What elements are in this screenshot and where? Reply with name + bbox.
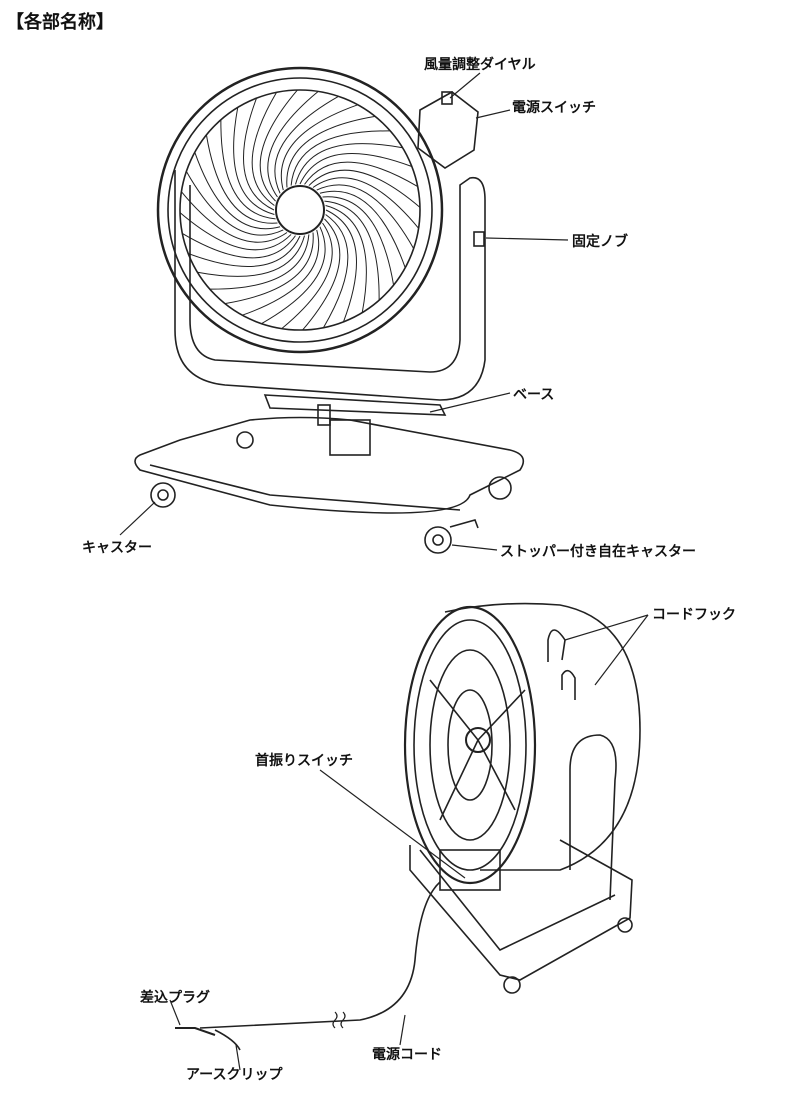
grille-blade	[261, 226, 326, 325]
label-base: ベース	[513, 387, 555, 403]
grille-blade	[325, 205, 367, 313]
grille-blade	[308, 169, 421, 208]
grille-blade	[324, 200, 380, 301]
grille-blade	[322, 196, 395, 286]
grille-blade	[209, 234, 310, 290]
grille-blade	[220, 119, 276, 220]
grille-blade	[224, 232, 314, 305]
grille-blade	[302, 218, 341, 331]
drum-fan-illustration	[175, 602, 641, 1051]
grille-blade	[319, 190, 406, 268]
grille-blade	[295, 143, 403, 185]
grille-blade	[197, 235, 305, 277]
label-stopper-caster: ストッパー付き自在キャスター	[500, 544, 696, 560]
grille-blade	[280, 104, 358, 191]
label-earth-clip: アースクリップ	[186, 1067, 283, 1083]
grille-blade	[290, 130, 391, 186]
section-title: 【各部名称】	[6, 12, 114, 33]
grille-blade	[242, 229, 320, 316]
grille-blade	[274, 95, 339, 194]
label-air-dial: 風量調整ダイヤル	[424, 57, 536, 73]
grille-blade	[322, 214, 349, 328]
grille-blade	[316, 184, 415, 249]
grille-blade	[179, 212, 292, 251]
grille-blade	[205, 134, 278, 224]
grille-blade	[194, 152, 281, 230]
label-swing-switch: 首振りスイッチ	[255, 753, 353, 769]
label-power-switch: 電源スイッチ	[512, 100, 596, 116]
label-cord-hook: コードフック	[652, 607, 736, 623]
grille-blade	[286, 115, 376, 188]
grille-blade	[243, 97, 275, 211]
label-caster: キャスター	[82, 540, 152, 556]
grille-blade	[185, 171, 284, 236]
grille-blade	[259, 89, 298, 202]
grille-blade	[251, 92, 278, 206]
grille-blade	[181, 191, 288, 243]
grille-blade	[299, 153, 413, 185]
grille-blade	[312, 177, 419, 229]
grille-blade	[233, 107, 275, 215]
grille-blade	[281, 222, 333, 329]
leader-lines	[119, 72, 649, 1071]
circulator-fan-illustration	[134, 66, 525, 554]
grille-blade	[267, 91, 319, 198]
grille-blade	[304, 161, 418, 188]
grille-blade	[187, 235, 301, 267]
grille-blade	[325, 209, 357, 323]
grille-blade	[182, 232, 296, 259]
label-power-cord: 電源コード	[372, 1047, 442, 1063]
label-plug: 差込プラグ	[140, 990, 210, 1006]
label-fixing-knob: 固定ノブ	[572, 234, 628, 250]
